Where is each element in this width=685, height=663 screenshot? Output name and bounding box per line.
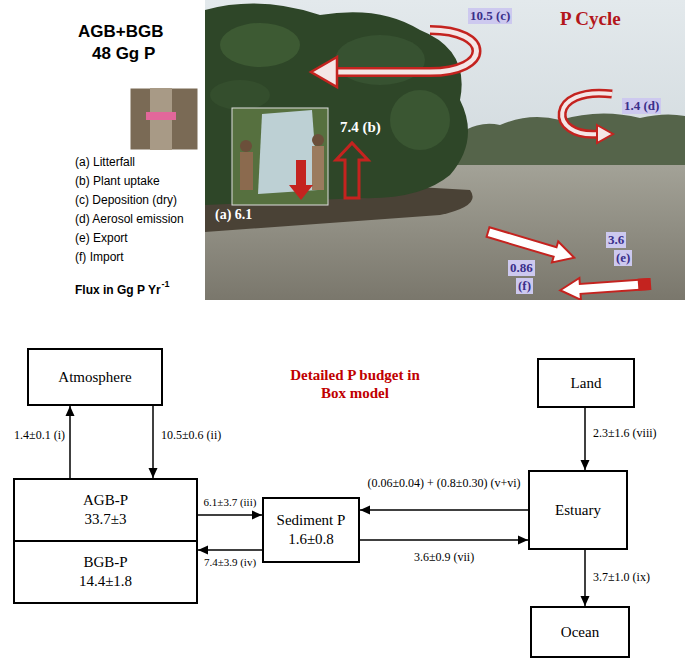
chart-title: P Cycle	[560, 8, 621, 31]
flux-callout: 7.4 (b)	[338, 118, 383, 136]
flux-callout: 1.4 (d)	[622, 98, 661, 114]
box-value: 33.7±3	[85, 510, 127, 529]
box-value: 1.6±0.8	[288, 530, 334, 549]
flux-callout: (a) 6.1	[213, 207, 254, 224]
arrow-head	[149, 468, 158, 478]
flow-arrow	[66, 406, 75, 478]
flux-callout: (e)	[614, 250, 632, 266]
flow-line	[69, 406, 71, 478]
arrow-head	[252, 511, 262, 520]
flow-arrow	[360, 506, 528, 515]
arrow-head	[518, 536, 528, 545]
key-entry: (f) Import	[75, 250, 124, 264]
section-heading: Detailed P budget in Box model	[290, 366, 420, 402]
process-box: Atmosphere	[27, 348, 163, 406]
process-box: AGB-P33.7±3	[13, 478, 198, 542]
flux-callout: 3.6	[606, 232, 626, 248]
flow-arrow	[581, 408, 590, 470]
key-entry: (d) Aerosol emission	[75, 212, 184, 226]
flux-label: 2.3±1.6 (viii)	[592, 426, 658, 440]
key-entry: (b) Plant uptake	[75, 174, 160, 188]
flux-label: (0.06±0.04) + (0.8±0.30) (v+vi)	[363, 476, 525, 490]
process-box: Estuary	[528, 470, 628, 550]
flux-label: 1.4±0.1 (i)	[13, 428, 66, 442]
flux-label: 10.5±0.6 (ii)	[160, 428, 222, 442]
flux-callout: 10.5 (c)	[468, 8, 512, 24]
flow-arrow	[581, 550, 590, 606]
flux-label: 7.4±3.9 (iv)	[203, 556, 257, 569]
flow-arrow	[198, 546, 262, 555]
box-label: Sediment P	[277, 511, 346, 530]
box-label: BGB-P	[83, 553, 127, 572]
flow-arrow	[149, 406, 158, 478]
flow-line	[360, 539, 528, 541]
arrow-head	[581, 460, 590, 470]
arrow-head	[581, 596, 590, 606]
process-box: Land	[537, 358, 635, 408]
arrow-head	[360, 506, 370, 515]
flux-label: 3.7±1.0 (ix)	[592, 570, 651, 584]
box-value: 14.4±1.8	[79, 572, 132, 591]
process-box: Sediment P1.6±0.8	[262, 497, 360, 563]
process-box: BGB-P14.4±1.8	[13, 540, 198, 604]
key-entry: (c) Deposition (dry)	[75, 193, 177, 207]
arrow-head	[198, 546, 208, 555]
box-label: Estuary	[555, 501, 601, 520]
flow-line	[360, 509, 528, 511]
box-label: Land	[571, 374, 602, 393]
flux-callout: (f)	[516, 278, 533, 294]
heading-label: AGB+BGB	[78, 22, 163, 42]
unit-note: Flux in Gg P Yr	[75, 283, 161, 297]
flow-arrow	[198, 511, 262, 520]
unit-exponent: -1	[162, 279, 170, 290]
flux-label: 6.1±3.7 (iii)	[203, 496, 258, 509]
flux-callout: 0.86	[508, 260, 535, 276]
heading-label: 48 Gg P	[92, 44, 155, 64]
arrow-head	[66, 406, 75, 416]
box-label: Atmosphere	[58, 368, 131, 387]
key-entry: (e) Export	[75, 231, 128, 245]
flow-line	[152, 406, 154, 478]
box-label: Ocean	[561, 623, 599, 642]
box-label: AGB-P	[83, 491, 128, 510]
key-entry: (a) Litterfall	[75, 155, 135, 169]
flux-label: 3.6±0.9 (vii)	[413, 550, 475, 564]
flow-arrow	[360, 536, 528, 545]
process-box: Ocean	[530, 606, 630, 658]
